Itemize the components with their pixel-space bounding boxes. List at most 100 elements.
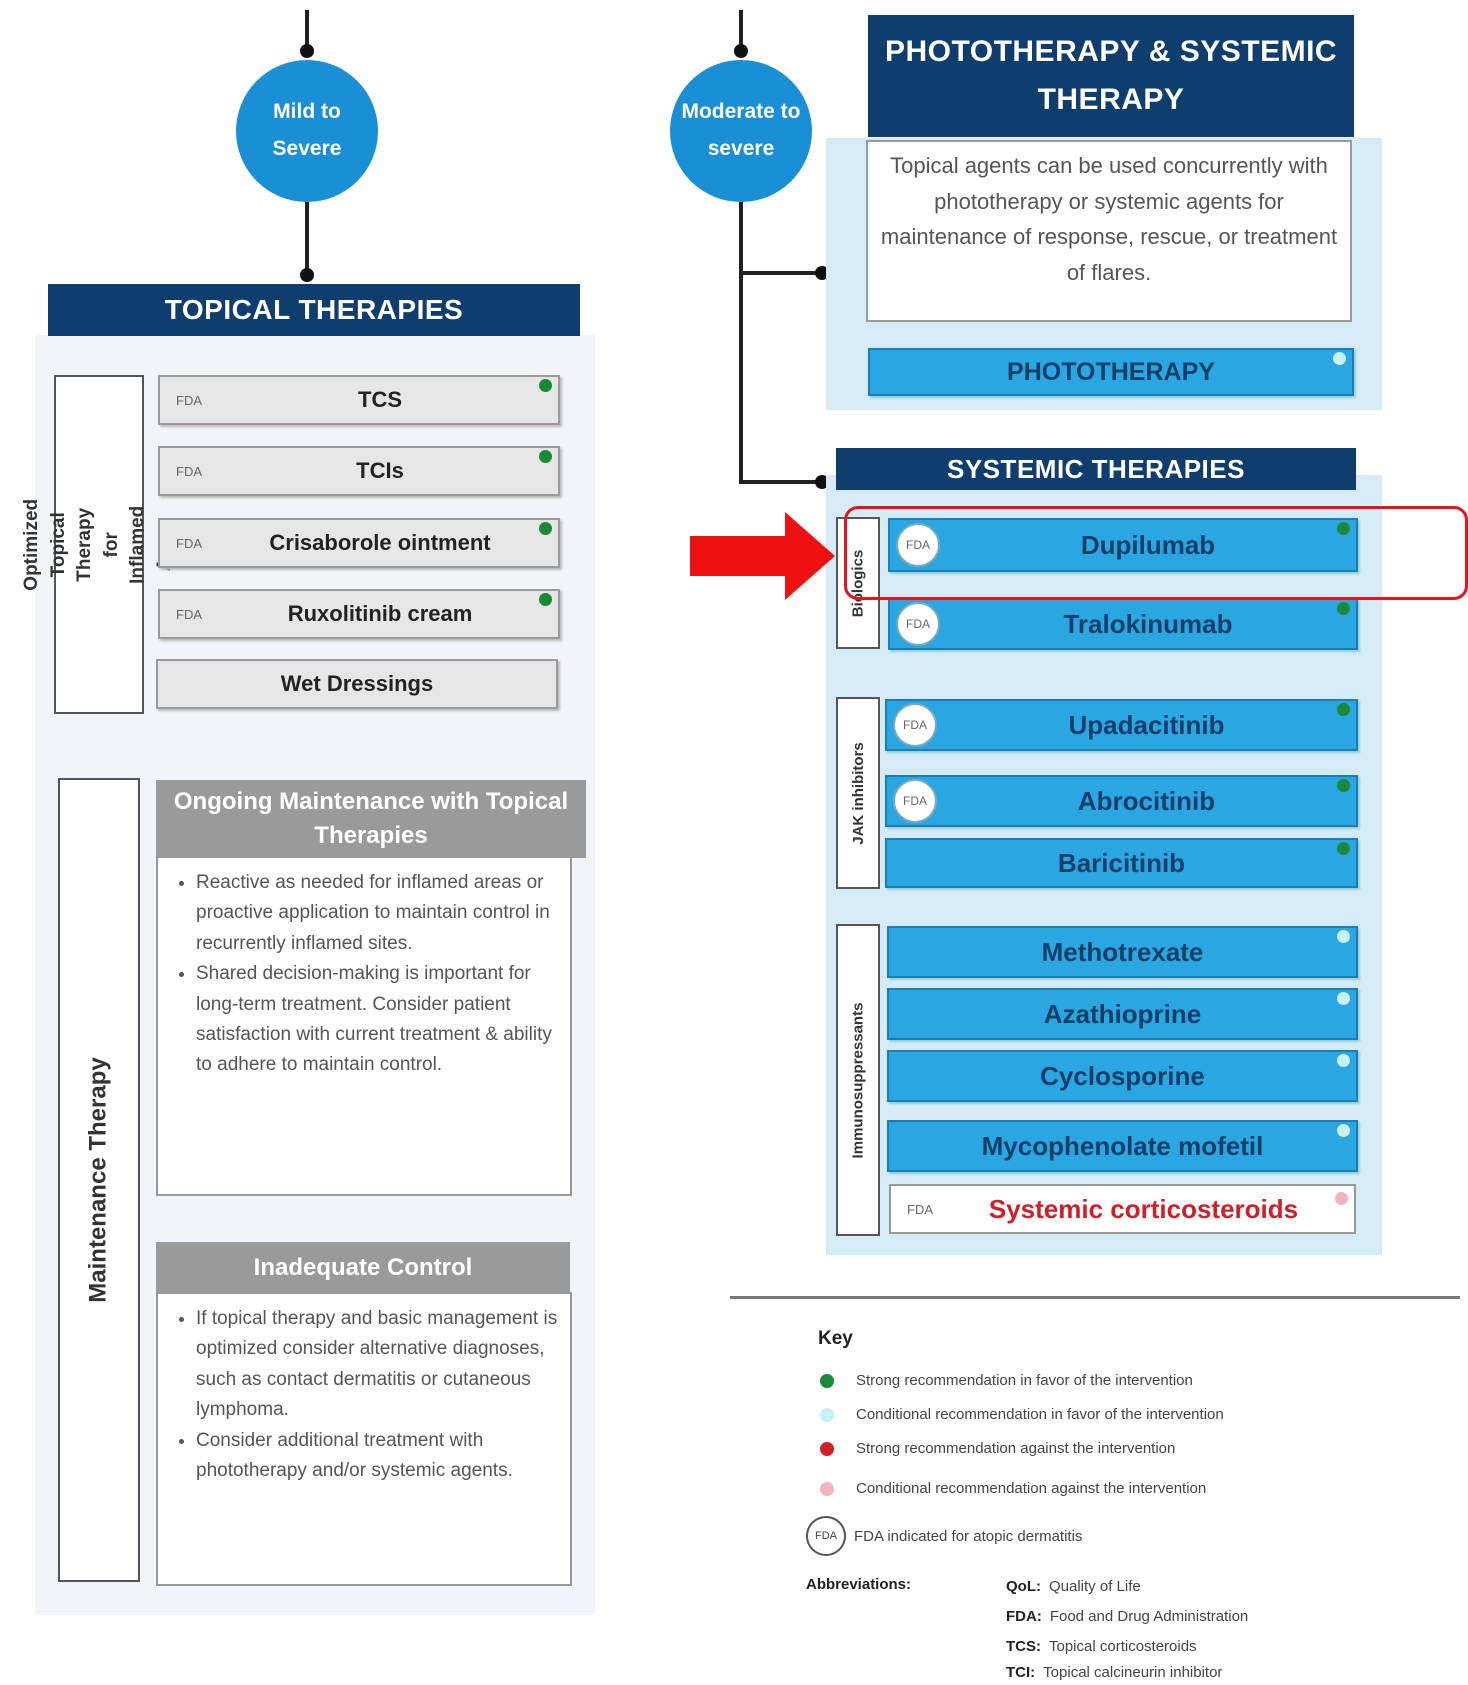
abbr-text: Food and Drug Administration xyxy=(1049,1608,1249,1625)
fda-tag: FDA xyxy=(176,463,202,479)
phototherapy-note-text: Topical agents can be used concurrently … xyxy=(880,153,1338,285)
conditional-recommendation-indicator xyxy=(1337,1054,1350,1067)
drug-cyclosporine[interactable]: Cyclosporine xyxy=(887,1050,1358,1102)
key-text: Strong recommendation in favor of the in… xyxy=(856,1372,1193,1389)
maintenance-therapy-label-box: Maintenance Therapy xyxy=(58,778,140,1582)
strong-recommendation-indicator xyxy=(539,450,552,463)
drug-label: Mycophenolate mofetil xyxy=(981,1130,1264,1161)
branch-to-systemic xyxy=(739,480,825,484)
inadequate-control-header: Inadequate Control xyxy=(156,1242,570,1294)
topical-item-tcis[interactable]: FDA TCIs xyxy=(158,446,560,496)
strong-recommendation-indicator xyxy=(539,522,552,535)
drug-label: Methotrexate xyxy=(1041,936,1204,967)
phototherapy-button[interactable]: PHOTOTHERAPY xyxy=(868,348,1354,396)
phototherapy-note: Topical agents can be used concurrently … xyxy=(866,140,1352,322)
ongoing-bullet: Reactive as needed for inflamed areas or… xyxy=(196,868,560,959)
key-conditional-for: Conditional recommendation in favor of t… xyxy=(820,1406,1224,1423)
branch-dot-systemic xyxy=(815,475,829,489)
phototherapy-label: PHOTOTHERAPY xyxy=(1007,357,1215,386)
abbreviation-qol: QoL: Quality of Life xyxy=(1006,1578,1141,1595)
key-divider xyxy=(730,1296,1460,1299)
strong-recommendation-indicator xyxy=(539,379,552,392)
abbreviations-title: Abbreviations: xyxy=(806,1576,912,1593)
abbr-key: TCI: xyxy=(1006,1664,1036,1681)
strong-recommendation-indicator xyxy=(539,593,552,606)
abbreviation-fda: FDA: Food and Drug Administration xyxy=(1006,1608,1248,1625)
drug-mycophenolate-mofetil[interactable]: Mycophenolate mofetil xyxy=(887,1120,1358,1172)
pink-dot-icon xyxy=(820,1481,834,1496)
drug-baricitinib[interactable]: Baricitinib xyxy=(885,838,1358,888)
drug-upadacitinib[interactable]: FDA Upadacitinib xyxy=(885,699,1358,751)
immunosuppressants-group-label: Immunosuppressants xyxy=(849,1002,867,1158)
key-conditional-against: Conditional recommendation against the i… xyxy=(820,1480,1206,1497)
abbr-text: Topical calcineurin inhibitor xyxy=(1043,1664,1223,1681)
key-text: Strong recommendation against the interv… xyxy=(856,1440,1176,1457)
drug-dupilumab[interactable]: FDA Dupilumab xyxy=(888,518,1358,572)
abbr-text: Quality of Life xyxy=(1049,1578,1141,1595)
light-cyan-dot-icon xyxy=(820,1407,834,1422)
optimized-topical-therapy-label: Optimized Topical Therapy for Inflamed A… xyxy=(21,498,175,591)
topical-item-crisaborole[interactable]: FDA Crisaborole ointment xyxy=(158,518,560,568)
mild-to-severe-circle: Mild to Severe xyxy=(236,60,378,202)
topical-item-ruxolitinib[interactable]: FDA Ruxolitinib cream xyxy=(158,589,560,639)
green-dot-icon xyxy=(820,1373,834,1388)
drug-label: Abrocitinib xyxy=(1077,785,1216,816)
abbr-key: FDA: xyxy=(1006,1608,1042,1625)
key-text: Conditional recommendation in favor of t… xyxy=(856,1406,1224,1423)
topical-therapies-header: TOPICAL THERAPIES xyxy=(48,284,580,336)
drug-label: Azathioprine xyxy=(1043,998,1202,1029)
fda-tag: FDA xyxy=(907,1201,933,1217)
key-text: FDA indicated for atopic dermatitis xyxy=(854,1527,1083,1545)
topical-item-label: Wet Dressings xyxy=(280,671,434,696)
drug-azathioprine[interactable]: Azathioprine xyxy=(887,988,1358,1040)
abbr-key: QoL: xyxy=(1006,1578,1041,1595)
right-connector-top xyxy=(739,10,743,55)
ongoing-maintenance-header: Ongoing Maintenance with Topical Therapi… xyxy=(156,780,586,858)
moderate-to-severe-label: Moderate to severe xyxy=(681,100,801,160)
strong-recommendation-indicator xyxy=(1337,522,1350,535)
drug-systemic-corticosteroids[interactable]: FDA Systemic corticosteroids xyxy=(889,1184,1356,1234)
strong-recommendation-indicator xyxy=(1337,703,1350,716)
fda-badge-icon: FDA xyxy=(806,1516,846,1556)
key-fda-indicated: FDA FDA indicated for atopic dermatitis xyxy=(806,1516,1082,1556)
drug-abrocitinib[interactable]: FDA Abrocitinib xyxy=(885,775,1358,827)
inadequate-bullet: If topical therapy and basic management … xyxy=(196,1304,560,1426)
red-arrow-icon xyxy=(690,512,835,600)
topical-item-label: TCS xyxy=(358,387,402,412)
phototherapy-systemic-header: PHOTOTHERAPY & SYSTEMIC THERAPY xyxy=(868,15,1354,137)
key-strong-for: Strong recommendation in favor of the in… xyxy=(820,1372,1193,1389)
jak-inhibitors-group-label: JAK inhibitors xyxy=(849,741,867,845)
inadequate-control-body: If topical therapy and basic management … xyxy=(156,1292,572,1586)
drug-tralokinumab[interactable]: FDA Tralokinumab xyxy=(888,598,1358,650)
key-text: Conditional recommendation against the i… xyxy=(856,1480,1207,1497)
fda-tag: FDA xyxy=(176,535,202,551)
mild-to-severe-label: Mild to Severe xyxy=(272,100,342,160)
systemic-therapies-header: SYSTEMIC THERAPIES xyxy=(836,448,1356,490)
drug-label: Cyclosporine xyxy=(1040,1060,1205,1091)
branch-dot-phototherapy xyxy=(815,266,829,280)
conditional-recommendation-indicator xyxy=(1337,1124,1350,1137)
drug-label: Systemic corticosteroids xyxy=(988,1193,1299,1224)
maintenance-therapy-label: Maintenance Therapy xyxy=(85,1057,112,1303)
fda-icon: FDA xyxy=(893,779,937,823)
drug-methotrexate[interactable]: Methotrexate xyxy=(887,926,1358,978)
abbreviation-tcs: TCS:Topical corticosteroids xyxy=(1006,1638,1197,1655)
strong-recommendation-indicator xyxy=(1337,779,1350,792)
fda-tag: FDA xyxy=(176,606,202,622)
left-connector-top xyxy=(305,10,309,55)
jak-inhibitors-group-label-box: JAK inhibitors xyxy=(836,697,880,889)
red-dot-icon xyxy=(820,1441,834,1456)
topical-item-tcs[interactable]: FDA TCS xyxy=(158,375,560,425)
topical-item-label: TCIs xyxy=(356,458,404,483)
right-connector-dot-top xyxy=(734,44,748,58)
abbr-key: TCS: xyxy=(1006,1638,1041,1655)
immunosuppressants-group-label-box: Immunosuppressants xyxy=(836,924,880,1236)
drug-label: Dupilumab xyxy=(1080,529,1216,560)
left-connector-dot-bottom xyxy=(300,268,314,282)
drug-label: Tralokinumab xyxy=(1063,608,1233,639)
topical-item-wet-dressings[interactable]: Wet Dressings xyxy=(156,659,558,709)
optimized-topical-therapy-label-box: Optimized Topical Therapy for Inflamed A… xyxy=(21,375,175,714)
phototherapy-systemic-title: PHOTOTHERAPY & SYSTEMIC THERAPY xyxy=(884,35,1338,116)
left-connector-bottom xyxy=(305,202,309,272)
fda-icon: FDA xyxy=(896,523,940,567)
